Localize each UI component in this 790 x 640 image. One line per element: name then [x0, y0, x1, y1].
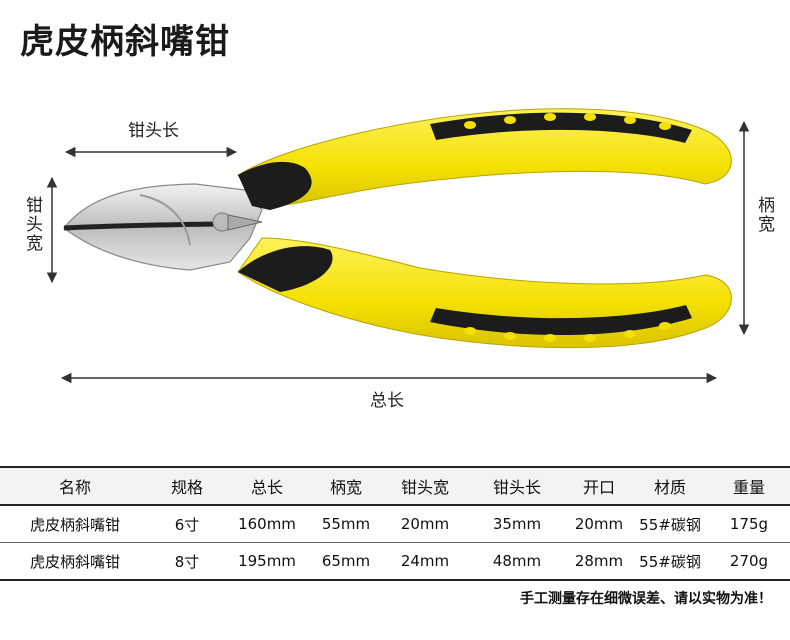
header-cell: 总长 [250, 478, 283, 497]
table-cell: 65mm [321, 552, 371, 570]
header-cell: 名称 [58, 478, 91, 497]
header-cell: 开口 [582, 478, 615, 497]
header-cell: 重量 [732, 478, 765, 497]
table-cell: 55#碳钢 [639, 552, 701, 571]
header-cell: 材质 [653, 478, 686, 497]
table-cell: 虎皮柄斜嘴钳 [29, 515, 120, 534]
lower-handle [237, 237, 732, 349]
page-title: 虎皮柄斜嘴钳 [20, 22, 230, 62]
table-cell: 55mm [321, 515, 371, 533]
measurement-note: 手工测量存在细微误差、请以实物为准！ [520, 591, 772, 607]
table-cell: 35mm [492, 515, 542, 533]
header-cell: 规格 [170, 478, 203, 497]
head-length-label: 钳头长 [128, 121, 179, 141]
table-cell: 28mm [574, 552, 624, 570]
spec-table: 名称 规格 总长 柄宽 钳头宽 钳头长 开口 材质 重量 虎皮柄斜嘴钳 6寸 1… [0, 466, 790, 582]
table-cell: 8寸 [174, 552, 200, 571]
total-length-label: 总长 [370, 391, 404, 411]
table-row: 虎皮柄斜嘴钳 8寸 195mm 65mm 24mm 48mm 28mm 55#碳… [0, 542, 790, 581]
table-cell: 48mm [492, 552, 542, 570]
pliers-illustration [46, 108, 750, 384]
table-cell: 20mm [400, 515, 450, 533]
head-width-label: 钳头宽 [22, 196, 42, 253]
table-cell: 虎皮柄斜嘴钳 [29, 552, 120, 571]
header-cell: 钳头宽 [400, 478, 449, 497]
table-cell: 6寸 [174, 515, 200, 534]
table-cell: 175g [729, 515, 769, 533]
table-cell: 160mm [238, 515, 296, 533]
table-cell: 24mm [400, 552, 450, 570]
header-cell: 柄宽 [329, 478, 362, 497]
table-header-row: 名称 规格 总长 柄宽 钳头宽 钳头长 开口 材质 重量 [0, 467, 790, 505]
header-cell: 钳头长 [492, 478, 541, 497]
table-cell: 195mm [238, 552, 296, 570]
handle-width-label: 柄宽 [754, 196, 774, 234]
pliers-head [63, 183, 263, 271]
table-cell: 270g [729, 552, 769, 570]
table-row: 虎皮柄斜嘴钳 6寸 160mm 55mm 20mm 35mm 20mm 55#碳… [0, 505, 790, 543]
table-cell: 20mm [574, 515, 624, 533]
upper-handle [237, 108, 732, 210]
table-cell: 55#碳钢 [639, 515, 701, 534]
